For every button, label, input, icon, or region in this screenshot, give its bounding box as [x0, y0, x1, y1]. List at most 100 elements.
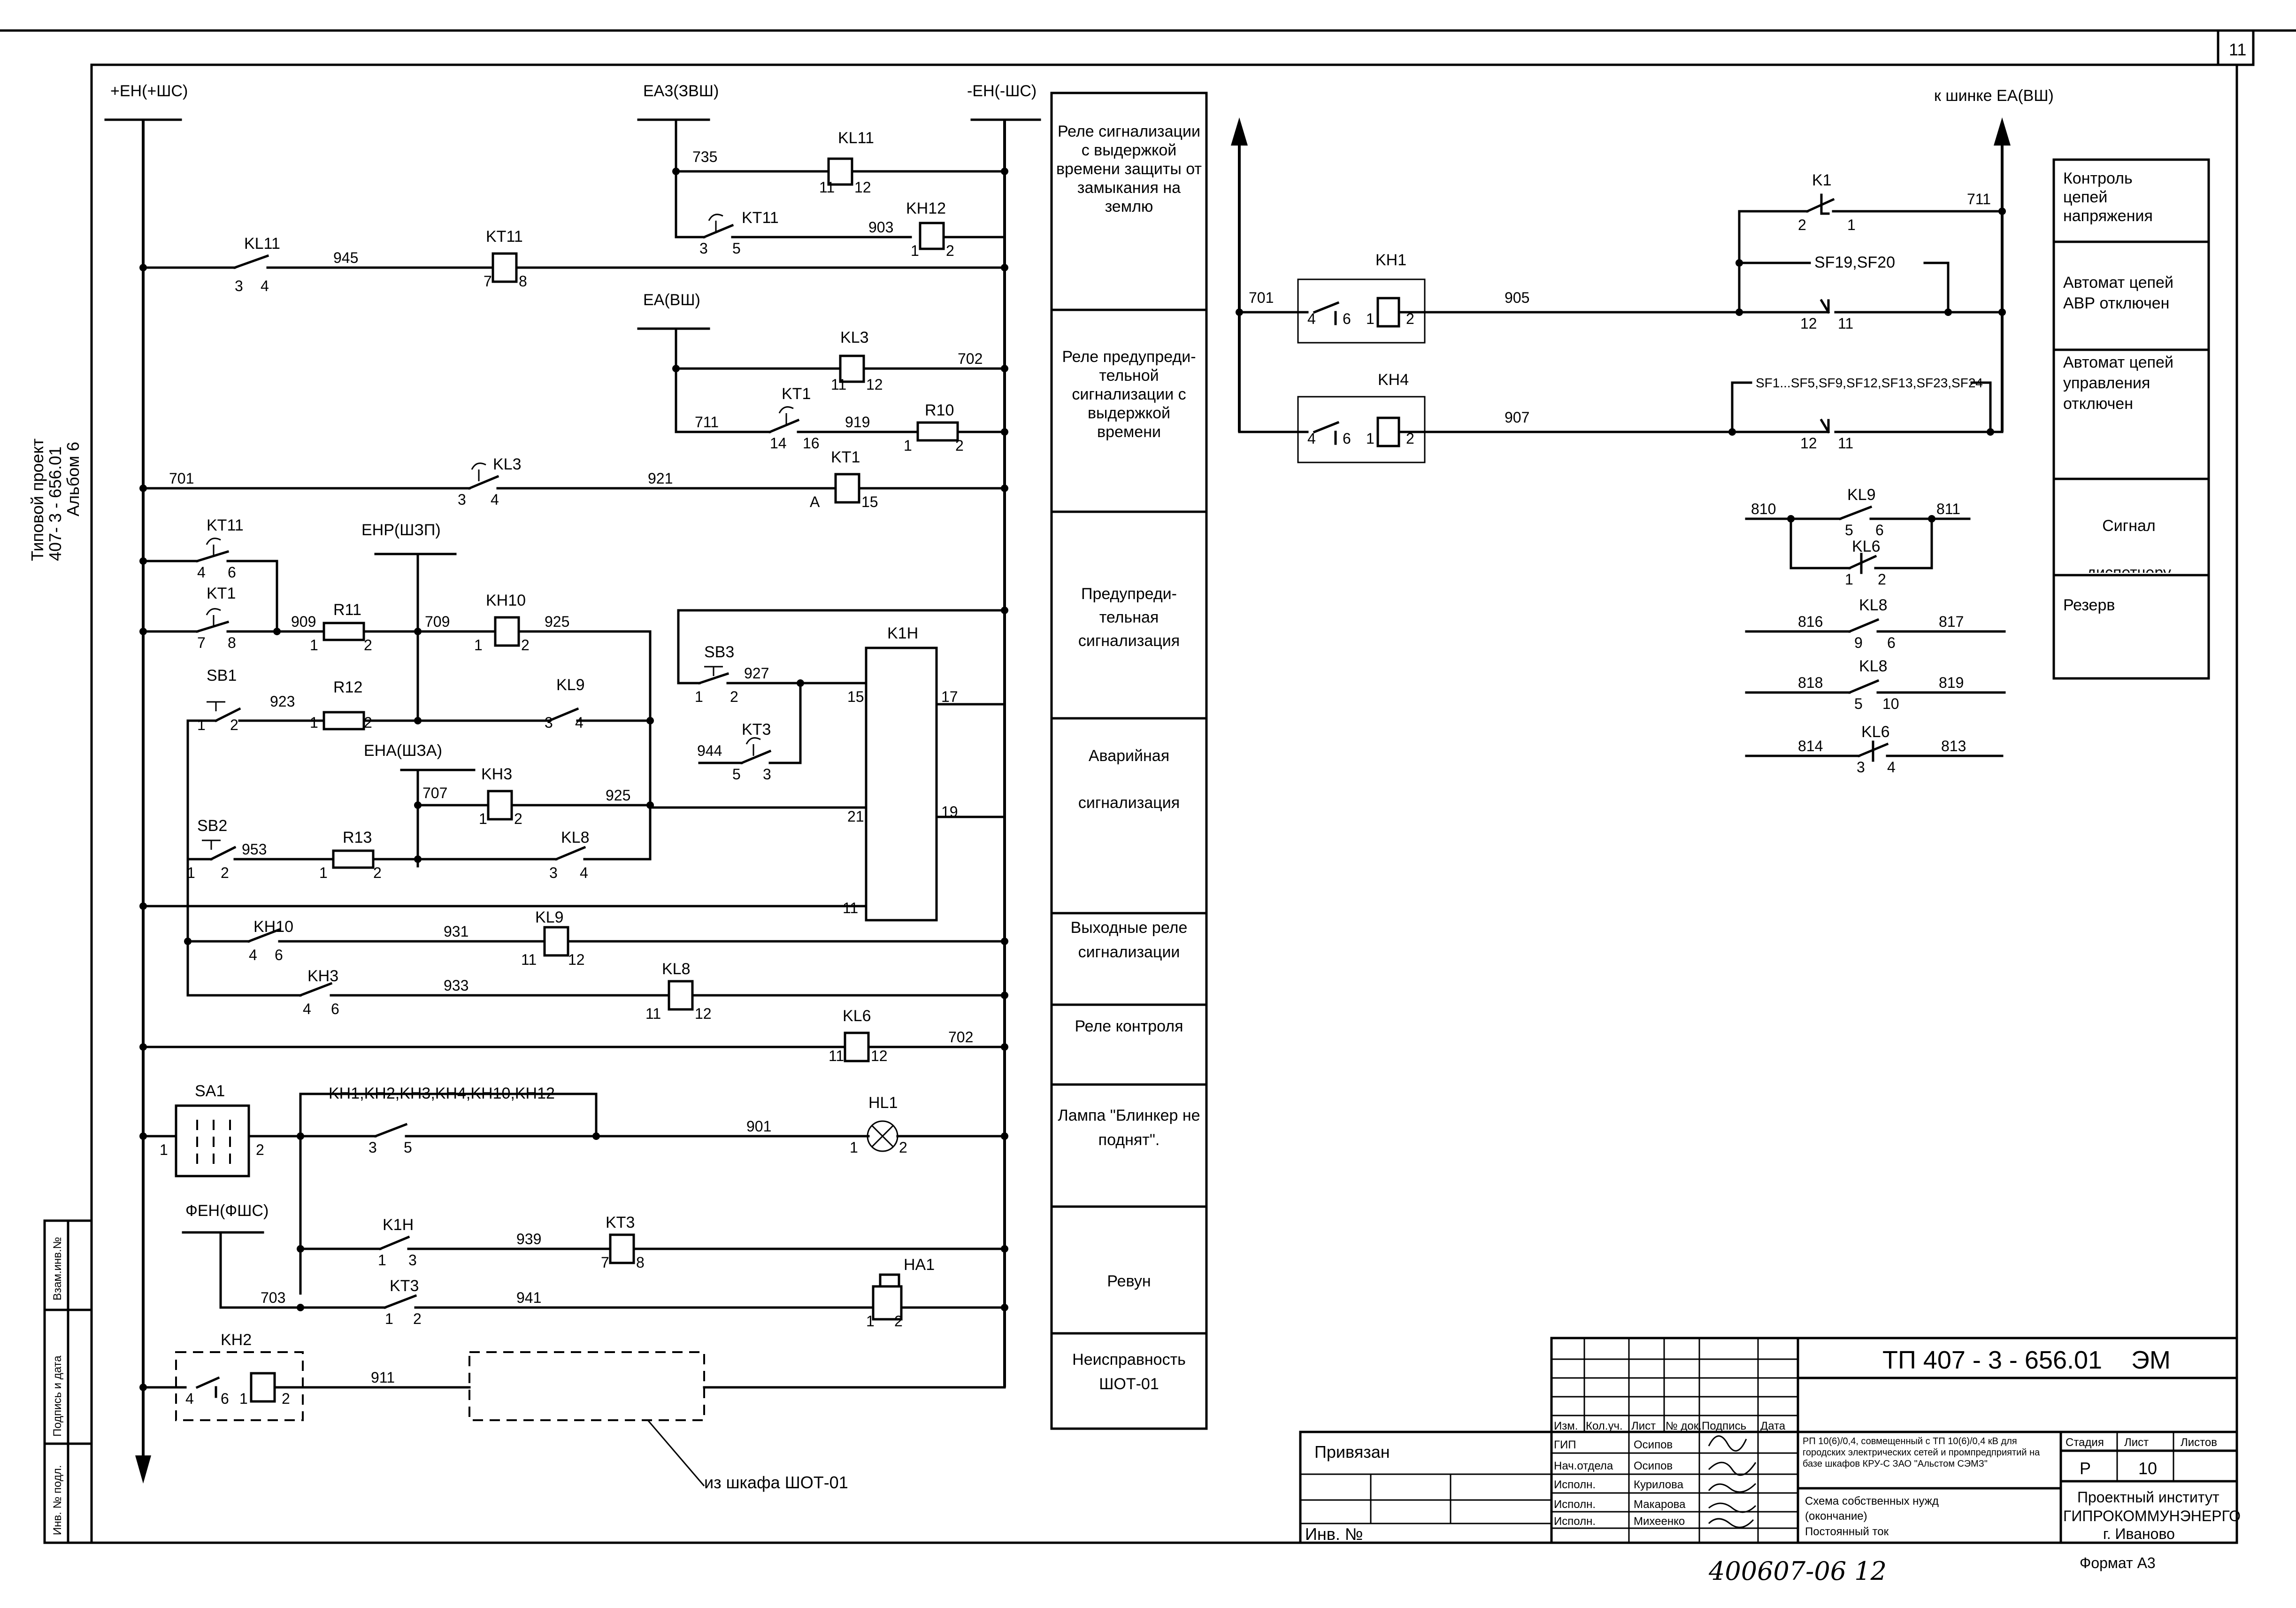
sa1-switch [175, 1104, 250, 1177]
legend-mid-2: Реле предупреди-тельной сигнализации с в… [1062, 348, 1196, 441]
svg-text:2: 2 [1406, 310, 1414, 327]
svg-text:1: 1 [378, 1252, 386, 1269]
svg-text:919: 919 [845, 414, 870, 431]
svg-text:12: 12 [1800, 315, 1817, 332]
legend-mid-5: Выходные реле сигнализации [1070, 919, 1188, 961]
svg-text:15: 15 [861, 493, 878, 510]
svg-text:K1: K1 [1812, 171, 1832, 189]
svg-text:814: 814 [1798, 738, 1823, 754]
svg-text:819: 819 [1939, 674, 1964, 691]
svg-text:16: 16 [803, 435, 820, 452]
svg-text:939: 939 [516, 1231, 541, 1247]
svg-text:1: 1 [850, 1139, 858, 1156]
svg-text:927: 927 [744, 665, 769, 682]
svg-text:Дата: Дата [1760, 1420, 1786, 1432]
svg-text:2: 2 [256, 1141, 264, 1158]
legend-middle: Реле сигнализации с выдержкой времени за… [1050, 92, 1208, 1430]
svg-text:ЕА(ВШ): ЕА(ВШ) [643, 291, 700, 309]
svg-text:707: 707 [422, 785, 447, 801]
kh10-coil [494, 616, 520, 647]
svg-text:4: 4 [1307, 310, 1316, 327]
svg-text:1: 1 [187, 864, 195, 881]
legend-right: Контроль цепей напряжения Автомат цепей … [2052, 158, 2210, 680]
svg-text:Схема собственных нужд: Схема собственных нужд [1805, 1495, 1939, 1508]
svg-text:5: 5 [1845, 522, 1853, 539]
svg-text:ЕА3(ЗВШ): ЕА3(ЗВШ) [643, 82, 719, 100]
svg-text:5: 5 [732, 766, 741, 783]
svg-text:12: 12 [695, 1005, 712, 1022]
svg-text:12: 12 [866, 376, 883, 393]
svg-text:ФЕН(ФШС): ФЕН(ФШС) [185, 1202, 269, 1220]
svg-text:SB3: SB3 [704, 643, 734, 661]
svg-text:KL3: KL3 [840, 329, 869, 346]
svg-text:813: 813 [1941, 738, 1966, 754]
svg-text:Курилова: Курилова [1634, 1478, 1684, 1491]
svg-text:ЕНА(ШЗА): ЕНА(ШЗА) [364, 742, 442, 760]
svg-text:KH1,KH2,KH3,KH4,KH10,KH12: KH1,KH2,KH3,KH4,KH10,KH12 [329, 1085, 555, 1102]
svg-text:711: 711 [1967, 191, 1991, 208]
svg-text:909: 909 [291, 613, 316, 630]
svg-text:4: 4 [185, 1390, 194, 1407]
svg-text:Проектный институт: Проектный институт [2077, 1489, 2219, 1506]
svg-text:4: 4 [1887, 759, 1896, 776]
svg-text:11: 11 [831, 376, 846, 393]
kt3-coil [609, 1233, 635, 1264]
svg-text:KT1: KT1 [207, 585, 236, 602]
svg-text:2: 2 [1878, 571, 1886, 588]
svg-text:KT3: KT3 [390, 1277, 419, 1295]
svg-text:KH12: KH12 [906, 200, 946, 217]
svg-text:925: 925 [606, 787, 630, 804]
svg-text:из шкафа ШОТ-01: из шкафа ШОТ-01 [704, 1473, 848, 1492]
svg-text:701: 701 [1249, 289, 1274, 306]
legend-mid-7: Лампа "Блинкер не поднят". [1058, 1107, 1200, 1149]
svg-text:11: 11 [521, 951, 537, 968]
svg-text:Исполн.: Исполн. [1554, 1478, 1596, 1491]
svg-text:11: 11 [843, 900, 858, 916]
svg-text:KH2: KH2 [221, 1331, 252, 1349]
svg-text:2: 2 [514, 810, 522, 827]
svg-text:8: 8 [519, 273, 527, 290]
svg-text:818: 818 [1798, 674, 1823, 691]
svg-text:3: 3 [369, 1139, 377, 1156]
svg-text:1: 1 [904, 437, 912, 454]
svg-text:KL8: KL8 [662, 960, 691, 978]
svg-text:Осипов: Осипов [1634, 1460, 1673, 1472]
svg-text:2: 2 [730, 688, 738, 705]
svg-text:KH3: KH3 [307, 967, 338, 985]
svg-text:2: 2 [1798, 216, 1806, 233]
svg-text:Р: Р [2080, 1459, 2091, 1478]
svg-text:944: 944 [697, 742, 722, 759]
svg-text:1: 1 [695, 688, 703, 705]
svg-text:2: 2 [894, 1313, 903, 1330]
left-stamp: Взам.инв.№ Подпись и дата Инв. № подл. [43, 1219, 93, 1544]
svg-text:KL6: KL6 [843, 1007, 871, 1025]
svg-text:811: 811 [1936, 500, 1960, 517]
legend-mid-3: Предупреди-тельная сигнализация [1078, 585, 1180, 650]
legend-mid-6: Реле контроля [1075, 1017, 1183, 1035]
svg-text:KL8: KL8 [1859, 596, 1888, 614]
svg-text:4: 4 [303, 1000, 311, 1017]
svg-text:6: 6 [1343, 430, 1351, 447]
svg-text:KL6: KL6 [1861, 723, 1890, 741]
svg-text:Стадия: Стадия [2066, 1436, 2104, 1449]
svg-text:KH1: KH1 [1375, 251, 1406, 269]
svg-text:1: 1 [385, 1310, 393, 1327]
svg-text:941: 941 [516, 1289, 541, 1306]
svg-text:1: 1 [911, 242, 919, 259]
kl8-coil [668, 980, 694, 1011]
svg-text:6: 6 [1887, 634, 1896, 651]
svg-text:810: 810 [1751, 500, 1776, 517]
svg-text:4: 4 [580, 864, 588, 881]
svg-text:1: 1 [160, 1141, 168, 1158]
svg-text:12: 12 [854, 179, 871, 196]
svg-text:ЕНР(ШЗП): ЕНР(ШЗП) [361, 521, 441, 539]
svg-text:KL6: KL6 [1852, 538, 1881, 555]
svg-text:8: 8 [636, 1254, 645, 1271]
svg-text:701: 701 [169, 470, 194, 487]
kl9-coil [543, 926, 569, 957]
svg-text:KH10: KH10 [253, 918, 293, 936]
svg-text:10: 10 [1882, 695, 1899, 712]
legend-right-2: Автомат цепей АВР отключен [2063, 274, 2173, 312]
svg-text:816: 816 [1798, 613, 1823, 630]
